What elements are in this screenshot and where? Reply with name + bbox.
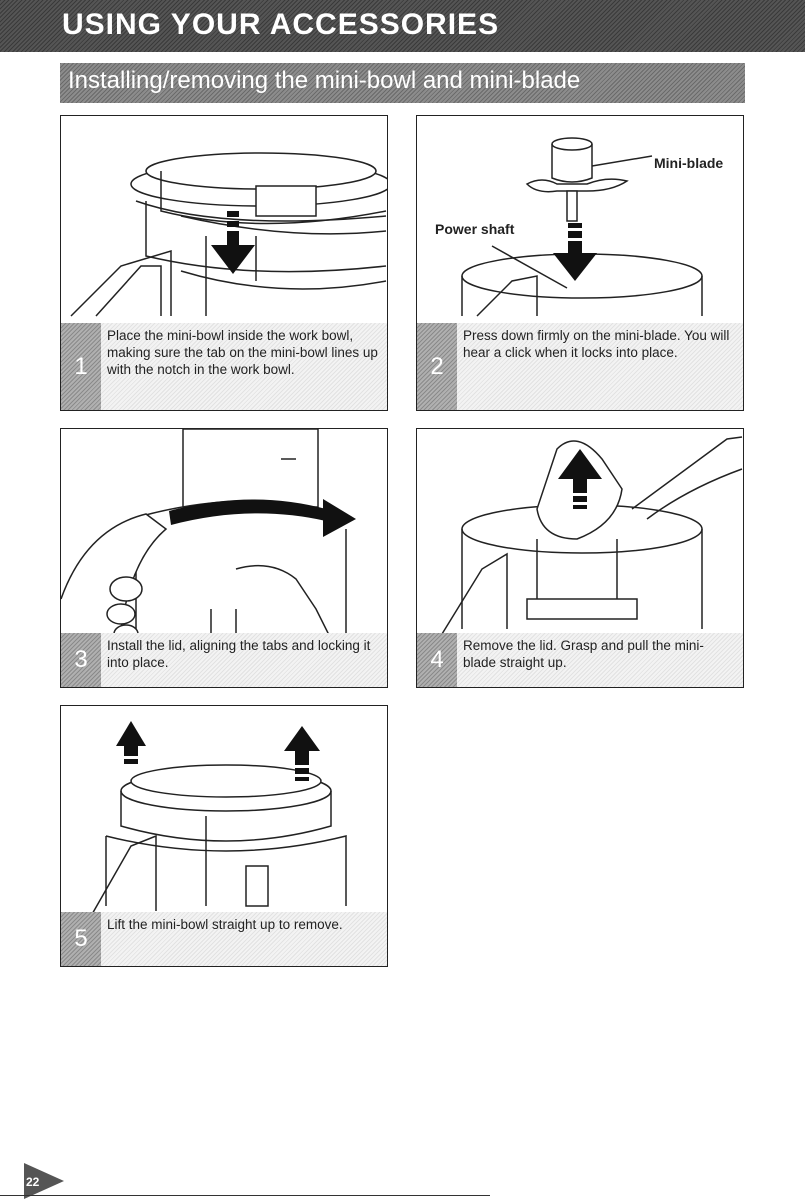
footer-divider bbox=[0, 1195, 490, 1196]
power-shaft-label: Power shaft bbox=[435, 221, 515, 237]
step-number: 5 bbox=[61, 912, 101, 966]
header-bar: USING YOUR ACCESSORIES bbox=[0, 0, 805, 52]
page-number: 22 bbox=[26, 1175, 40, 1189]
page-title: USING YOUR ACCESSORIES bbox=[62, 8, 500, 41]
step-caption: 4 Remove the lid. Grasp and pull the min… bbox=[417, 633, 743, 687]
page-number-marker: 22 bbox=[24, 1163, 64, 1199]
step-caption: 1 Place the mini-bowl inside the work bo… bbox=[61, 323, 387, 410]
section-header: Installing/removing the mini-bowl and mi… bbox=[60, 63, 745, 103]
mini-blade-label: Mini-blade bbox=[654, 155, 723, 171]
step-4-panel: 4 Remove the lid. Grasp and pull the min… bbox=[416, 428, 744, 688]
up-arrow-right-icon bbox=[284, 726, 320, 781]
rotate-arrow-icon bbox=[169, 499, 356, 537]
step-text: Lift the mini-bowl straight up to remove… bbox=[107, 917, 343, 932]
step-number: 2 bbox=[417, 323, 457, 410]
down-arrow-icon bbox=[211, 211, 255, 274]
up-arrow-left-icon bbox=[116, 721, 146, 764]
step-number: 1 bbox=[61, 323, 101, 410]
section-title: Installing/removing the mini-bowl and mi… bbox=[68, 67, 581, 94]
step-2-panel: Mini-blade Power shaft 2 Press down firm… bbox=[416, 115, 744, 411]
step-text: Place the mini-bowl inside the work bowl… bbox=[107, 328, 378, 377]
step-text: Remove the lid. Grasp and pull the mini-… bbox=[463, 638, 704, 670]
step-4-illustration bbox=[441, 436, 743, 635]
step-caption: 2 Press down firmly on the mini-blade. Y… bbox=[417, 323, 743, 410]
step-caption: 3 Install the lid, aligning the tabs and… bbox=[61, 633, 387, 687]
step-2-illustration: Mini-blade Power shaft bbox=[435, 137, 723, 317]
step-caption: 5 Lift the mini-bowl straight up to remo… bbox=[61, 912, 387, 966]
step-5-illustration bbox=[90, 721, 347, 917]
step-number: 3 bbox=[61, 633, 101, 687]
step-1-illustration bbox=[70, 152, 387, 317]
step-3-illustration bbox=[61, 429, 356, 650]
step-5-panel: 5 Lift the mini-bowl straight up to remo… bbox=[60, 705, 388, 967]
down-arrow-icon bbox=[553, 223, 597, 281]
step-text: Press down firmly on the mini-blade. You… bbox=[463, 328, 730, 360]
step-1-panel: 1 Place the mini-bowl inside the work bo… bbox=[60, 115, 388, 411]
up-arrow-icon bbox=[558, 449, 602, 509]
step-number: 4 bbox=[417, 633, 457, 687]
step-text: Install the lid, aligning the tabs and l… bbox=[107, 638, 371, 670]
step-3-panel: 3 Install the lid, aligning the tabs and… bbox=[60, 428, 388, 688]
